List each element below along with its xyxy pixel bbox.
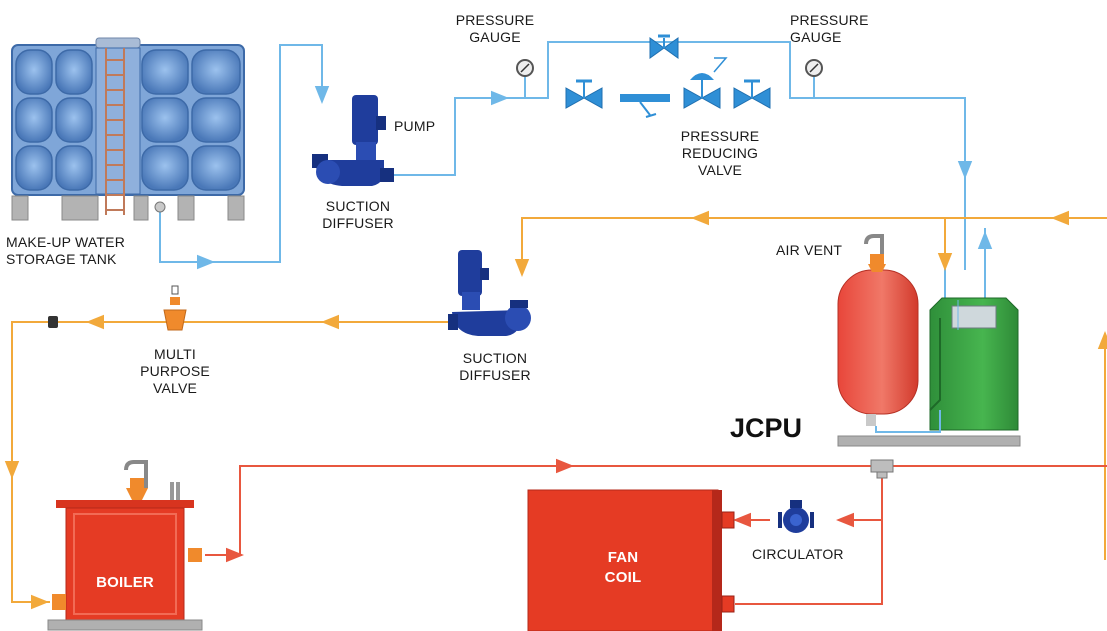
label-multi-purpose-valve: MULTI PURPOSE VALVE (140, 346, 210, 396)
makeup-water-storage-tank (11, 37, 245, 221)
label-jcpu: JCPU (730, 413, 803, 443)
expansion-tank (837, 269, 919, 426)
label-pump: PUMP (394, 118, 436, 134)
label-suction-diffuser-middle: SUCTION DIFFUSER (459, 350, 531, 383)
label-boiler: BOILER (96, 574, 154, 591)
label-pressure-gauge-left: PRESSURE GAUGE (455, 12, 535, 45)
gate-valve-left (565, 79, 603, 109)
suction-diffuser-top (316, 160, 340, 184)
jcpu-cabinet (929, 297, 1019, 431)
pressure-gauge-left (516, 59, 534, 77)
multi-purpose-valve (163, 285, 187, 331)
hot-water-pipes (205, 458, 1107, 605)
pressure-gauge-right (805, 59, 823, 77)
jcpu-base (837, 410, 1021, 447)
fan-coil (527, 489, 735, 631)
system-water-pipes (4, 210, 1107, 610)
air-vent (864, 234, 886, 272)
strainer (620, 94, 670, 118)
label-suction-diffuser-top: SUCTION DIFFUSER (322, 198, 394, 231)
pressure-reducing-valve (683, 57, 728, 109)
pipe-tee (870, 459, 894, 479)
water-supply-pipes (159, 41, 993, 300)
label-makeup-water-storage-tank: MAKE-UP WATER STORAGE TANK (6, 234, 126, 267)
label-air-vent: AIR VENT (776, 242, 843, 258)
circulator (778, 500, 814, 533)
label-pressure-gauge-right: PRESSURE GAUGE (790, 12, 869, 45)
label-circulator: CIRCULATOR (752, 546, 844, 562)
check-valve-small (48, 316, 58, 328)
bypass-valve (649, 34, 679, 59)
label-pressure-reducing-valve: PRESSURE REDUCING VALVE (680, 128, 760, 178)
suction-diffuser-middle (505, 300, 531, 331)
label-fan-coil: FAN COIL (604, 549, 642, 586)
gate-valve-right (733, 79, 771, 109)
boiler (47, 460, 203, 631)
vertical-pump-middle (448, 250, 520, 336)
